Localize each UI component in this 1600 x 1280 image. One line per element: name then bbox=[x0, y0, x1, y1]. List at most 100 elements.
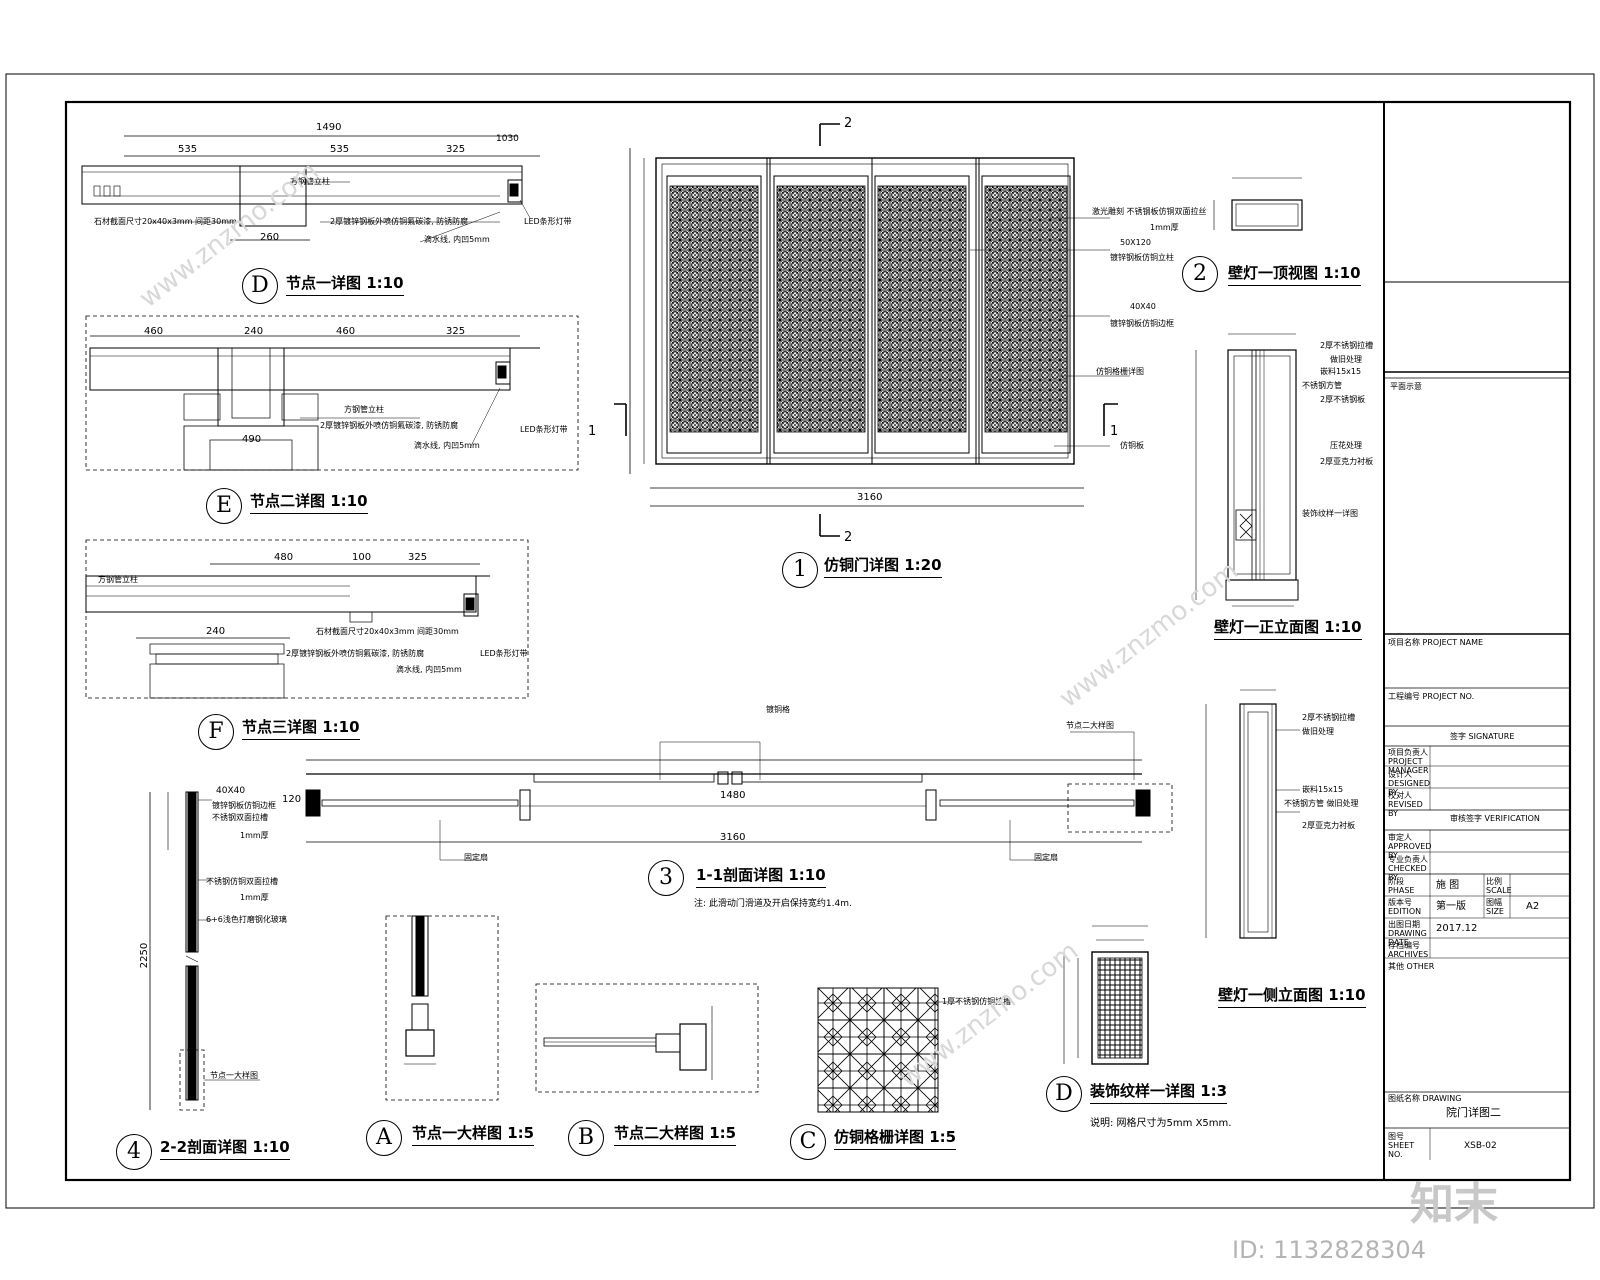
sheet-outer-border bbox=[5, 73, 1595, 1209]
door-note-1: 激光雕刻 不锈钢板仿铜双面拉丝 bbox=[1092, 207, 1207, 216]
sec3-dim-mid: 1480 bbox=[720, 790, 746, 801]
door-note-2: 1mm厚 bbox=[1150, 223, 1179, 232]
title-block bbox=[1383, 102, 1570, 1180]
tb-sheet-no: XSB-02 bbox=[1464, 1141, 1497, 1151]
nodeF-dim-240: 240 bbox=[206, 626, 226, 637]
lamp-front-note-5: 2厚不锈钢板 bbox=[1320, 395, 1366, 404]
lamp-side-title: 壁灯一侧立面图 1:10 bbox=[1218, 984, 1366, 1008]
watermark-id: ID: 1132828304 bbox=[1232, 1236, 1426, 1264]
tb-row-1: 项目负责人 PROJECT MANAGER bbox=[1388, 748, 1429, 775]
tb-sheet-label: 图号 SHEET NO. bbox=[1388, 1132, 1415, 1159]
viewD-title: 节点一详图 1:10 bbox=[286, 272, 404, 296]
nodeE-dim-490: 490 bbox=[242, 434, 262, 445]
section-1-1 bbox=[305, 731, 1173, 861]
door-note-4: 镀锌钢板仿铜立柱 bbox=[1110, 253, 1174, 262]
tb-plan-label: 平面示意 bbox=[1390, 382, 1422, 391]
viewB-letter: B bbox=[568, 1120, 604, 1156]
lamp-front-note-4: 不锈钢方管 bbox=[1302, 381, 1342, 390]
door-total-dim: 3160 bbox=[857, 492, 883, 503]
lamp-side-view bbox=[1205, 689, 1300, 939]
tb-scale-label: 比例 SCALE bbox=[1486, 877, 1512, 895]
nodeD-note-5: LED条形灯带 bbox=[524, 217, 572, 226]
lamp-side-note-1: 2厚不锈钢拉槽 bbox=[1302, 713, 1356, 722]
nodeD-dim-1490: 1490 bbox=[316, 122, 342, 133]
nodeD-note-4: 滴水线, 内凹5mm bbox=[424, 235, 490, 244]
tb-archives: 存档编号 ARCHIVES bbox=[1388, 941, 1429, 959]
nodeF-note-2: 石材截面尺寸20x40x3mm 间距30mm bbox=[316, 627, 459, 636]
tb-project-no: 工程编号 PROJECT NO. bbox=[1388, 692, 1475, 701]
lamp-front-title: 壁灯一正立面图 1:10 bbox=[1214, 616, 1362, 640]
nodeE-dim-240: 240 bbox=[244, 326, 264, 337]
viewA-title: 节点一大样图 1:5 bbox=[412, 1122, 535, 1146]
viewB-title: 节点二大样图 1:5 bbox=[614, 1122, 737, 1146]
sec3-dim-total: 3160 bbox=[720, 832, 746, 843]
lamp-side-note-5: 2厚亚克力衬板 bbox=[1302, 821, 1356, 830]
sec3-dim-120: 120 bbox=[282, 794, 302, 805]
lamp-front-note-10: 装饰纹样一详图 bbox=[1302, 509, 1358, 518]
view2-title: 壁灯一顶视图 1:10 bbox=[1228, 262, 1361, 286]
nodeE-note-4: LED条形灯带 bbox=[520, 425, 568, 434]
door-note-5: 40X40 bbox=[1130, 302, 1156, 311]
nodeF-dim-480: 480 bbox=[274, 552, 294, 563]
view3-title: 1-1剖面详图 1:10 bbox=[696, 864, 826, 888]
nodeF-dim-325: 325 bbox=[408, 552, 428, 563]
view4-number: 4 bbox=[116, 1134, 152, 1170]
watermark-logo: 知末 bbox=[1410, 1179, 1498, 1230]
viewE-letter: E bbox=[206, 488, 242, 524]
sec4-note-5: 不锈钢仿铜双面拉槽 bbox=[206, 877, 278, 886]
sec3-label-1: 镀铜格 bbox=[766, 705, 790, 714]
tb-phase-label: 阶段 PHASE bbox=[1388, 877, 1415, 895]
detail-a bbox=[385, 915, 499, 1101]
door-sec-bottom: 2 bbox=[844, 530, 853, 545]
nodeE-dim-325: 325 bbox=[446, 326, 466, 337]
nodeD-note-2: 石材截面尺寸20x40x3mm 间距30mm bbox=[94, 217, 237, 226]
sec4-note-3: 不锈钢双面拉槽 bbox=[212, 813, 268, 822]
lamp-front-note-8: 压花处理 bbox=[1330, 441, 1362, 450]
viewC-letter: C bbox=[790, 1124, 826, 1160]
sec4-note-8: 节点一大样图 bbox=[210, 1071, 258, 1080]
view3-note: 注: 此滑动门滑道及开启保持宽约1.4m. bbox=[694, 899, 852, 909]
tb-drawing-label: 图纸名称 DRAWING bbox=[1388, 1094, 1462, 1103]
viewE-title: 节点二详图 1:10 bbox=[250, 490, 368, 514]
door-note-3: 50X120 bbox=[1120, 238, 1151, 247]
lamp-front-note-2: 做旧处理 bbox=[1330, 355, 1362, 364]
sec3-label-3: 固定扇 bbox=[1034, 853, 1058, 862]
tb-date-label: 出图日期 DRAWING DATE bbox=[1388, 920, 1427, 947]
tb-signature: 签字 SIGNATURE bbox=[1450, 732, 1515, 741]
lamp-side-note-3: 嵌料15x15 bbox=[1302, 785, 1344, 794]
nodeD-note-3: 2厚镀锌钢板外喷仿铜氟碳漆, 防锈防腐 bbox=[330, 217, 469, 226]
viewC-title: 仿铜格栅详图 1:5 bbox=[834, 1126, 957, 1150]
tb-row2-2: 专业负责人 CHECKED BY bbox=[1388, 855, 1428, 882]
nodeF-dim-100: 100 bbox=[352, 552, 372, 563]
nodeD-note-1: 方钢管立柱 bbox=[290, 177, 330, 186]
sec3-label-2: 固定扇 bbox=[464, 853, 488, 862]
lamp-side-note-2: 做旧处理 bbox=[1302, 727, 1334, 736]
door-elevation bbox=[614, 123, 1130, 537]
node2-detail bbox=[85, 315, 579, 471]
node3-detail bbox=[85, 539, 529, 699]
viewDD-title: 装饰纹样一详图 1:3 bbox=[1090, 1080, 1228, 1104]
tb-drawing-name: 院门详图二 bbox=[1446, 1106, 1501, 1119]
lamp-front-note-3: 嵌料15x15 bbox=[1320, 367, 1362, 376]
viewC-note: 1厚不锈钢仿铜拉槽 bbox=[942, 997, 1012, 1006]
door-note-7: 仿铜格栅详图 bbox=[1096, 367, 1144, 376]
tb-edition-label: 版本号 EDITION bbox=[1388, 898, 1422, 916]
view2-number: 2 bbox=[1182, 256, 1218, 292]
sec4-note-2: 镀锌钢板仿铜边框 bbox=[212, 801, 276, 810]
nodeE-dim-460b: 460 bbox=[336, 326, 356, 337]
view1-number: 1 bbox=[782, 552, 818, 588]
lamp-front-view bbox=[1195, 333, 1299, 607]
nodeD-dim-535a: 535 bbox=[178, 144, 198, 155]
tb-other: 其他 OTHER bbox=[1388, 962, 1435, 971]
view4-title: 2-2剖面详图 1:10 bbox=[160, 1136, 290, 1160]
nodeE-note-1: 方钢管立柱 bbox=[344, 405, 384, 414]
nodeE-note-3: 滴水线, 内凹5mm bbox=[414, 441, 480, 450]
viewD-letter: D bbox=[242, 268, 278, 304]
tb-project-name: 项目名称 PROJECT NAME bbox=[1388, 638, 1484, 647]
door-sec-top: 2 bbox=[844, 116, 853, 131]
detail-b bbox=[535, 983, 759, 1093]
door-note-6: 镀锌钢板仿铜边框 bbox=[1110, 319, 1174, 328]
viewDD-note: 说明: 网格尺寸为5mm X5mm. bbox=[1090, 1118, 1232, 1129]
lamp-front-note-1: 2厚不锈钢拉槽 bbox=[1320, 341, 1374, 350]
